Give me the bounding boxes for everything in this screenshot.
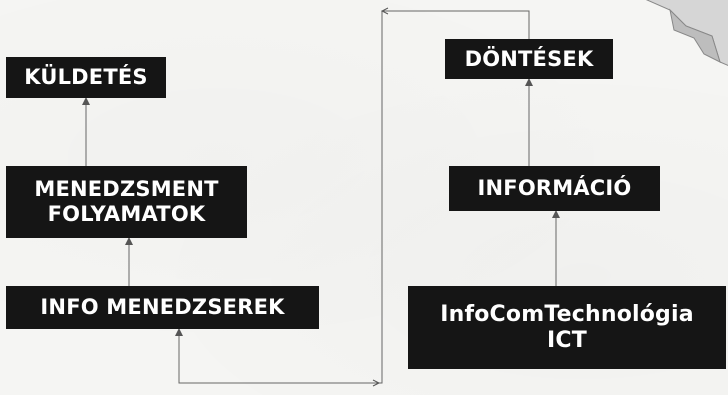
box-menedzsment-folyamatok: MENEDZSMENT FOLYAMATOK <box>6 166 247 238</box>
loop-arrowhead-top <box>380 7 389 15</box>
box-kuldetes: KÜLDETÉS <box>6 57 166 98</box>
box-ict: InfoComTechnológia ICT <box>408 286 726 369</box>
box-informacio: INFORMÁCIÓ <box>449 166 660 211</box>
loop-dontesek-to-info-menedzserek <box>175 10 530 384</box>
box-info-menedzserek: INFO MENEDZSEREK <box>6 286 319 329</box>
loop-arrowhead-bottom <box>372 379 381 387</box>
paper-corner-decoration <box>645 0 728 66</box>
box-dontesek: DÖNTÉSEK <box>445 39 613 79</box>
